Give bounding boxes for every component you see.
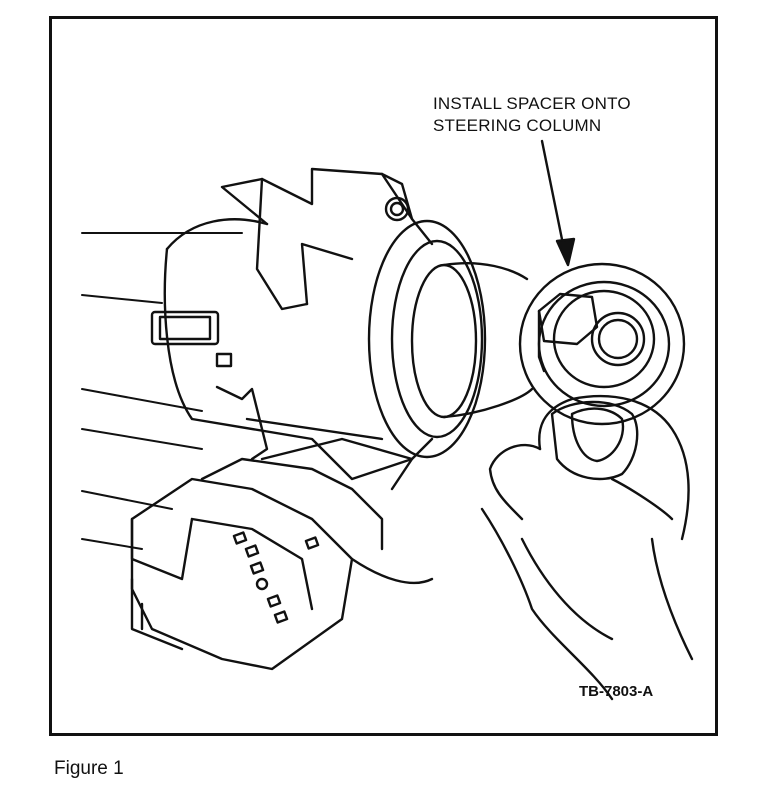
- steering-column-illustration: [81, 139, 694, 701]
- callout-line-1: INSTALL SPACER ONTO: [433, 94, 631, 113]
- electrical-connector: [130, 437, 434, 671]
- column-collar: [367, 219, 534, 459]
- callout-line-2: STEERING COLUMN: [433, 116, 602, 135]
- hand-illustration: [480, 394, 694, 701]
- figure-frame: INSTALL SPACER ONTO STEERING COLUMN TB-7…: [49, 16, 718, 736]
- callout-label: INSTALL SPACER ONTO STEERING COLUMN: [433, 93, 631, 137]
- column-shaft-lines: [81, 232, 243, 550]
- switch-housing: [150, 167, 434, 481]
- callout-arrow: [540, 139, 576, 267]
- figure-code: TB-7803-A: [579, 683, 654, 700]
- spacer-ring: [518, 262, 686, 426]
- figure-caption: Figure 1: [54, 758, 124, 779]
